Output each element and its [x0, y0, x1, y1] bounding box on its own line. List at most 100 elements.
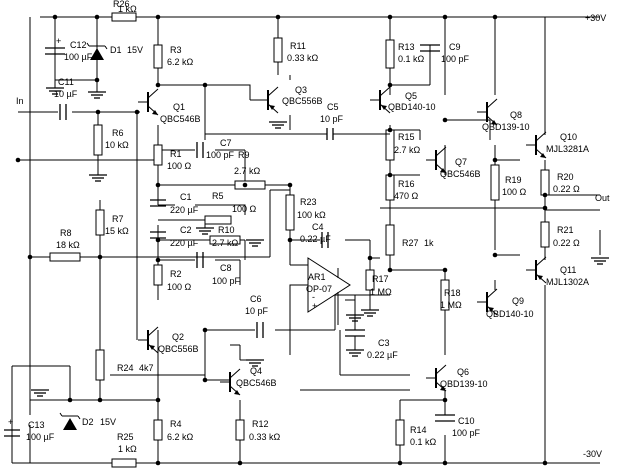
c3-value: 0.22 µF — [367, 350, 398, 360]
q5-symbol — [369, 86, 391, 114]
c9-name: C9 — [449, 42, 461, 52]
r18-name: R18 — [444, 288, 461, 298]
ar1-name: AR1 — [308, 272, 326, 282]
r23-body — [285, 194, 295, 231]
c5-name: C5 — [327, 102, 339, 112]
q6-part: QBD139-10 — [440, 379, 488, 389]
c1-name: C1 — [180, 192, 192, 202]
ar1-minus: - — [312, 292, 315, 302]
r4-value: 6.2 kΩ — [167, 432, 194, 442]
ar1-triangle — [307, 257, 351, 313]
r12-value: 0.33 kΩ — [249, 432, 281, 442]
q6-name: Q6 — [457, 367, 469, 377]
c2-value: 220 µF — [170, 238, 199, 248]
r7-value: 15 kΩ — [105, 226, 129, 236]
r12-name: R12 — [252, 419, 269, 429]
q4-part: QBC546B — [236, 378, 277, 388]
c6-value: 10 pF — [245, 306, 269, 316]
c11-name: C11 — [58, 77, 74, 87]
r14-name: R14 — [410, 425, 427, 435]
c4-name: C4 — [312, 222, 324, 232]
c12-plus: + — [56, 36, 61, 46]
r24-body — [95, 349, 105, 381]
r5-name: R5 — [212, 191, 224, 201]
zener-diodes — [59, 42, 108, 430]
r17-body — [365, 269, 375, 291]
r4-name: R4 — [170, 419, 182, 429]
r8-body — [49, 252, 81, 262]
c4-value: 0.22 µF — [300, 234, 331, 244]
q7-name: Q7 — [455, 157, 467, 167]
r11-value: 0.33 kΩ — [287, 53, 319, 63]
q1-part: QBC546B — [160, 114, 201, 124]
d1-value: 15V — [127, 45, 143, 55]
r13-body — [385, 39, 395, 69]
q11-symbol — [525, 256, 547, 284]
r10-value: 2.7 kΩ — [212, 238, 239, 248]
d2-name: D2 — [82, 417, 94, 427]
r16-body — [385, 174, 395, 201]
r23-value: 100 kΩ — [297, 210, 326, 220]
q3-part: QBC556B — [282, 96, 323, 106]
r16-name: R16 — [398, 179, 415, 189]
input-label: In — [16, 96, 24, 106]
r15-name: R15 — [398, 132, 415, 142]
c1-value: 220 µF — [170, 205, 199, 215]
r12-body — [235, 419, 245, 441]
r24-name: R24 — [117, 363, 134, 373]
c7-name: C7 — [220, 138, 232, 148]
opamp-symbol — [307, 257, 351, 325]
c10-name: C10 — [458, 416, 475, 426]
r8-name: R8 — [60, 228, 72, 238]
r25-value: 1 kΩ — [118, 444, 137, 454]
q2-part: QBC556B — [158, 344, 199, 354]
r7-name: R7 — [112, 214, 124, 224]
c2-name: C2 — [180, 225, 192, 235]
q9-part: QBD140-10 — [486, 309, 534, 319]
r14-body — [395, 419, 405, 446]
resistor-bodies — [49, 12, 550, 468]
r9-value: 2.7 kΩ — [234, 166, 261, 176]
r6-value: 10 kΩ — [105, 140, 129, 150]
r17-value: 1 MΩ — [370, 287, 392, 297]
r21-value: 0.22 Ω — [553, 238, 580, 248]
wires — [11, 16, 601, 464]
c3-name: C3 — [378, 338, 390, 348]
r1-body — [153, 144, 163, 166]
c6-name: C6 — [250, 294, 262, 304]
r14-value: 0.1 kΩ — [410, 437, 437, 447]
r2-name: R2 — [170, 269, 182, 279]
q5-part: QBD140-10 — [388, 102, 436, 112]
r4-body — [153, 419, 163, 441]
r23-name: R23 — [300, 197, 317, 207]
r27-body — [385, 224, 395, 256]
c8-value: 100 pF — [212, 276, 241, 286]
r1-value: 100 Ω — [167, 161, 192, 171]
r26-name: R26 — [113, 0, 130, 9]
q7-part: QBC546B — [440, 169, 481, 179]
d1-zener — [90, 48, 104, 60]
r2-value: 100 Ω — [167, 282, 192, 292]
r20-name: R20 — [557, 172, 574, 182]
d1-name: D1 — [110, 45, 122, 55]
r26-body — [111, 12, 137, 22]
r13-value: 0.1 kΩ — [398, 54, 425, 64]
c12-value: 100 µF — [64, 52, 93, 62]
r9-name: R9 — [238, 150, 250, 160]
r7-body — [95, 209, 105, 236]
q2-name: Q2 — [172, 332, 184, 342]
q11-part: MJL1302A — [546, 277, 589, 287]
r19-name: R19 — [505, 175, 522, 185]
capacitor-plates — [4, 44, 455, 437]
neg-rail-label: -30V — [583, 449, 602, 459]
c13-plus: + — [8, 417, 13, 427]
r26-value: 1 kΩ — [118, 4, 137, 14]
d2-zener — [63, 418, 77, 430]
q8-part: QBD139-10 — [482, 122, 530, 132]
r11-name: R11 — [290, 41, 306, 51]
r11-body — [273, 37, 283, 63]
r19-value: 100 Ω — [502, 187, 527, 197]
q1-symbol — [137, 88, 159, 116]
r15-value: 2.7 kΩ — [394, 145, 421, 155]
